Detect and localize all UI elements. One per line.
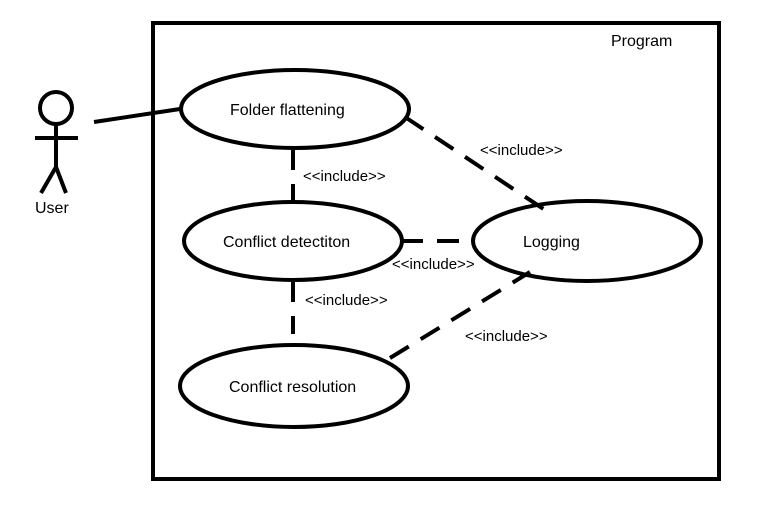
actor-left-leg: [39, 166, 58, 194]
use-case-conflict-detection: [182, 200, 404, 282]
include-label-detection-logging: <<include>>: [392, 256, 475, 273]
include-line-folder-logging: [403, 115, 547, 212]
actor-user: [35, 90, 78, 194]
association-line: [93, 107, 181, 124]
include-line-resolution-logging: [388, 270, 532, 360]
actor-name: User: [35, 200, 69, 217]
system-boundary: [151, 21, 721, 481]
actor-head: [38, 90, 74, 126]
include-label-folder-conflict-detection: <<include>>: [303, 168, 386, 185]
use-case-conflict-resolution: [178, 343, 410, 429]
use-case-conflict-resolution-label: Conflict resolution: [229, 379, 356, 396]
use-case-logging: [471, 199, 703, 283]
use-case-folder-flattening: [179, 68, 411, 150]
include-label-folder-logging: <<include>>: [480, 142, 563, 159]
include-label-resolution-logging: <<include>>: [465, 328, 548, 345]
use-case-conflict-detection-label: Conflict detectiton: [223, 234, 350, 251]
include-label-detection-resolution: <<include>>: [305, 292, 388, 309]
actor-right-leg: [54, 166, 68, 194]
use-case-folder-flattening-label: Folder flattening: [230, 102, 345, 119]
use-case-logging-label: Logging: [523, 234, 580, 251]
system-name: Program: [611, 33, 672, 50]
